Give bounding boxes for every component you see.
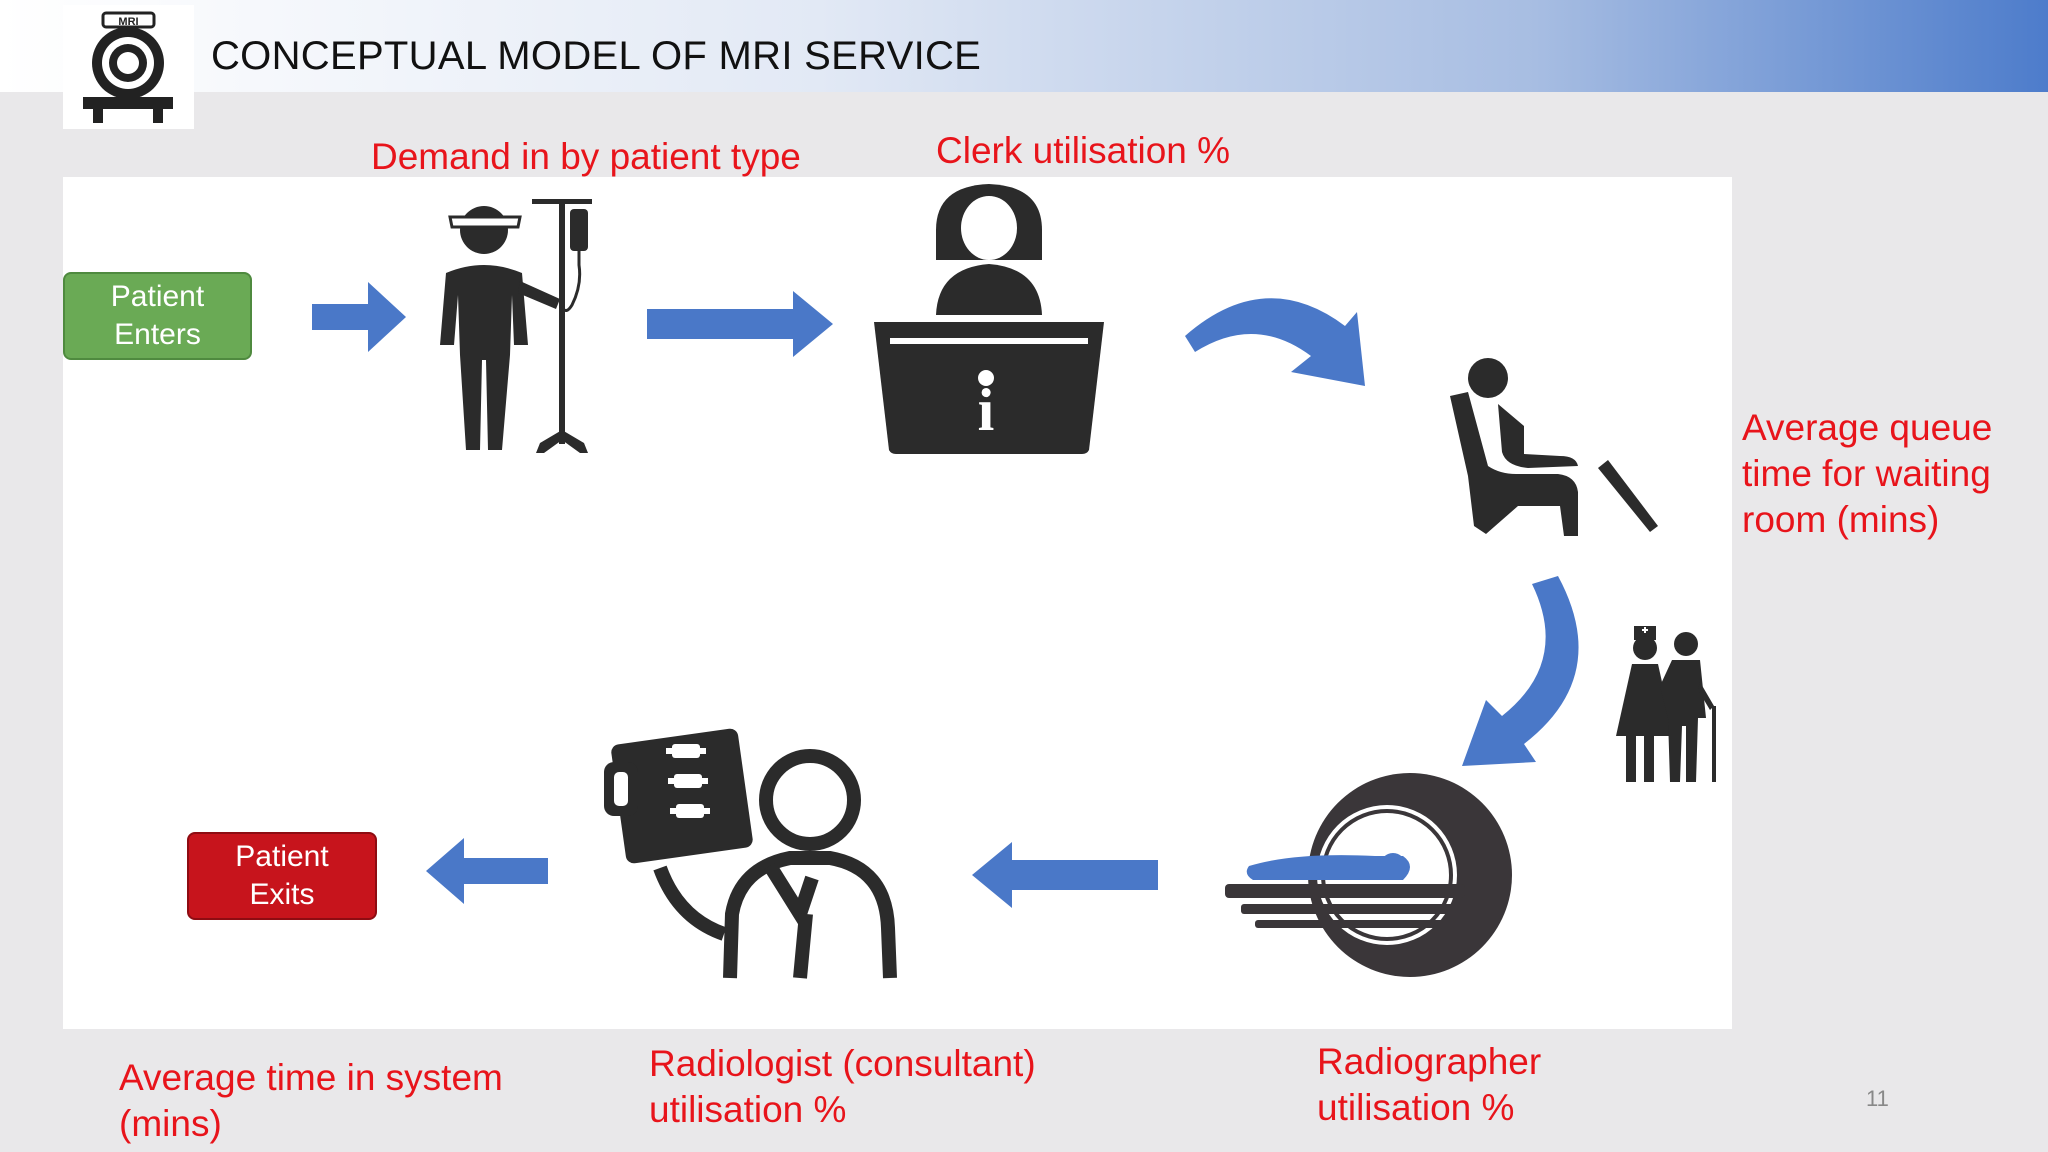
metric-queue-line3: room (mins): [1742, 499, 1940, 540]
metric-queue-line1: Average queue: [1742, 407, 1993, 448]
metric-radiologist-line2: utilisation %: [649, 1089, 847, 1130]
metric-system-line1: Average time in system: [119, 1057, 503, 1098]
patient-exits-label-line2: Exits: [249, 878, 315, 911]
patient-exits-label-line1: Patient: [235, 840, 329, 873]
clerk-info-desk-icon: i: [874, 184, 1104, 454]
patient-enters-node: Patient Enters: [63, 272, 252, 360]
metric-radiographer-line2: utilisation %: [1317, 1087, 1515, 1128]
radiologist-xray-icon: [604, 728, 897, 979]
slide-title: CONCEPTUAL MODEL OF MRI SERVICE: [211, 34, 982, 78]
metric-radiologist-line1: Radiologist (consultant): [649, 1043, 1036, 1084]
metric-demand: Demand in by patient type: [371, 136, 801, 177]
patient-exits-node: Patient Exits: [187, 832, 377, 920]
nurse-with-elderly-patient-icon: [1616, 626, 1716, 782]
arrow-waiting-to-scanner: [1462, 576, 1579, 766]
arrow-radiologist-to-exit: [426, 838, 548, 904]
mri-logo: MRI: [63, 5, 194, 129]
metric-average-queue-time: Average queue time for waiting room (min…: [1742, 405, 1992, 543]
patient-iv-drip-icon: [440, 199, 592, 453]
waiting-room-chair-icon: [1450, 358, 1658, 536]
mri-scanner-icon: [1225, 773, 1512, 977]
info-glyph: i: [978, 377, 995, 443]
metric-radiographer-line1: Radiographer: [1317, 1041, 1542, 1082]
arrow-patient-to-clerk: [647, 291, 833, 357]
metric-clerk-utilisation: Clerk utilisation %: [936, 130, 1231, 171]
metric-queue-line2: time for waiting: [1742, 453, 1991, 494]
patient-enters-label-line2: Enters: [114, 318, 201, 351]
metric-average-time-in-system: Average time in system (mins): [119, 1055, 503, 1147]
title-bar: [0, 0, 2048, 92]
arrow-clerk-to-waiting-room: [1185, 298, 1365, 386]
metric-radiologist-utilisation: Radiologist (consultant) utilisation %: [649, 1041, 1036, 1133]
metric-system-line2: (mins): [119, 1103, 222, 1144]
metric-radiographer-utilisation: Radiographer utilisation %: [1317, 1039, 1541, 1131]
mri-scanner-logo-icon: MRI: [83, 11, 173, 123]
arrow-scanner-to-radiologist: [972, 842, 1158, 908]
patient-enters-label-line1: Patient: [110, 280, 205, 313]
page-number: 11: [1866, 1086, 1889, 1111]
logo-text: MRI: [118, 16, 138, 28]
arrow-enter-to-patient: [312, 282, 406, 352]
